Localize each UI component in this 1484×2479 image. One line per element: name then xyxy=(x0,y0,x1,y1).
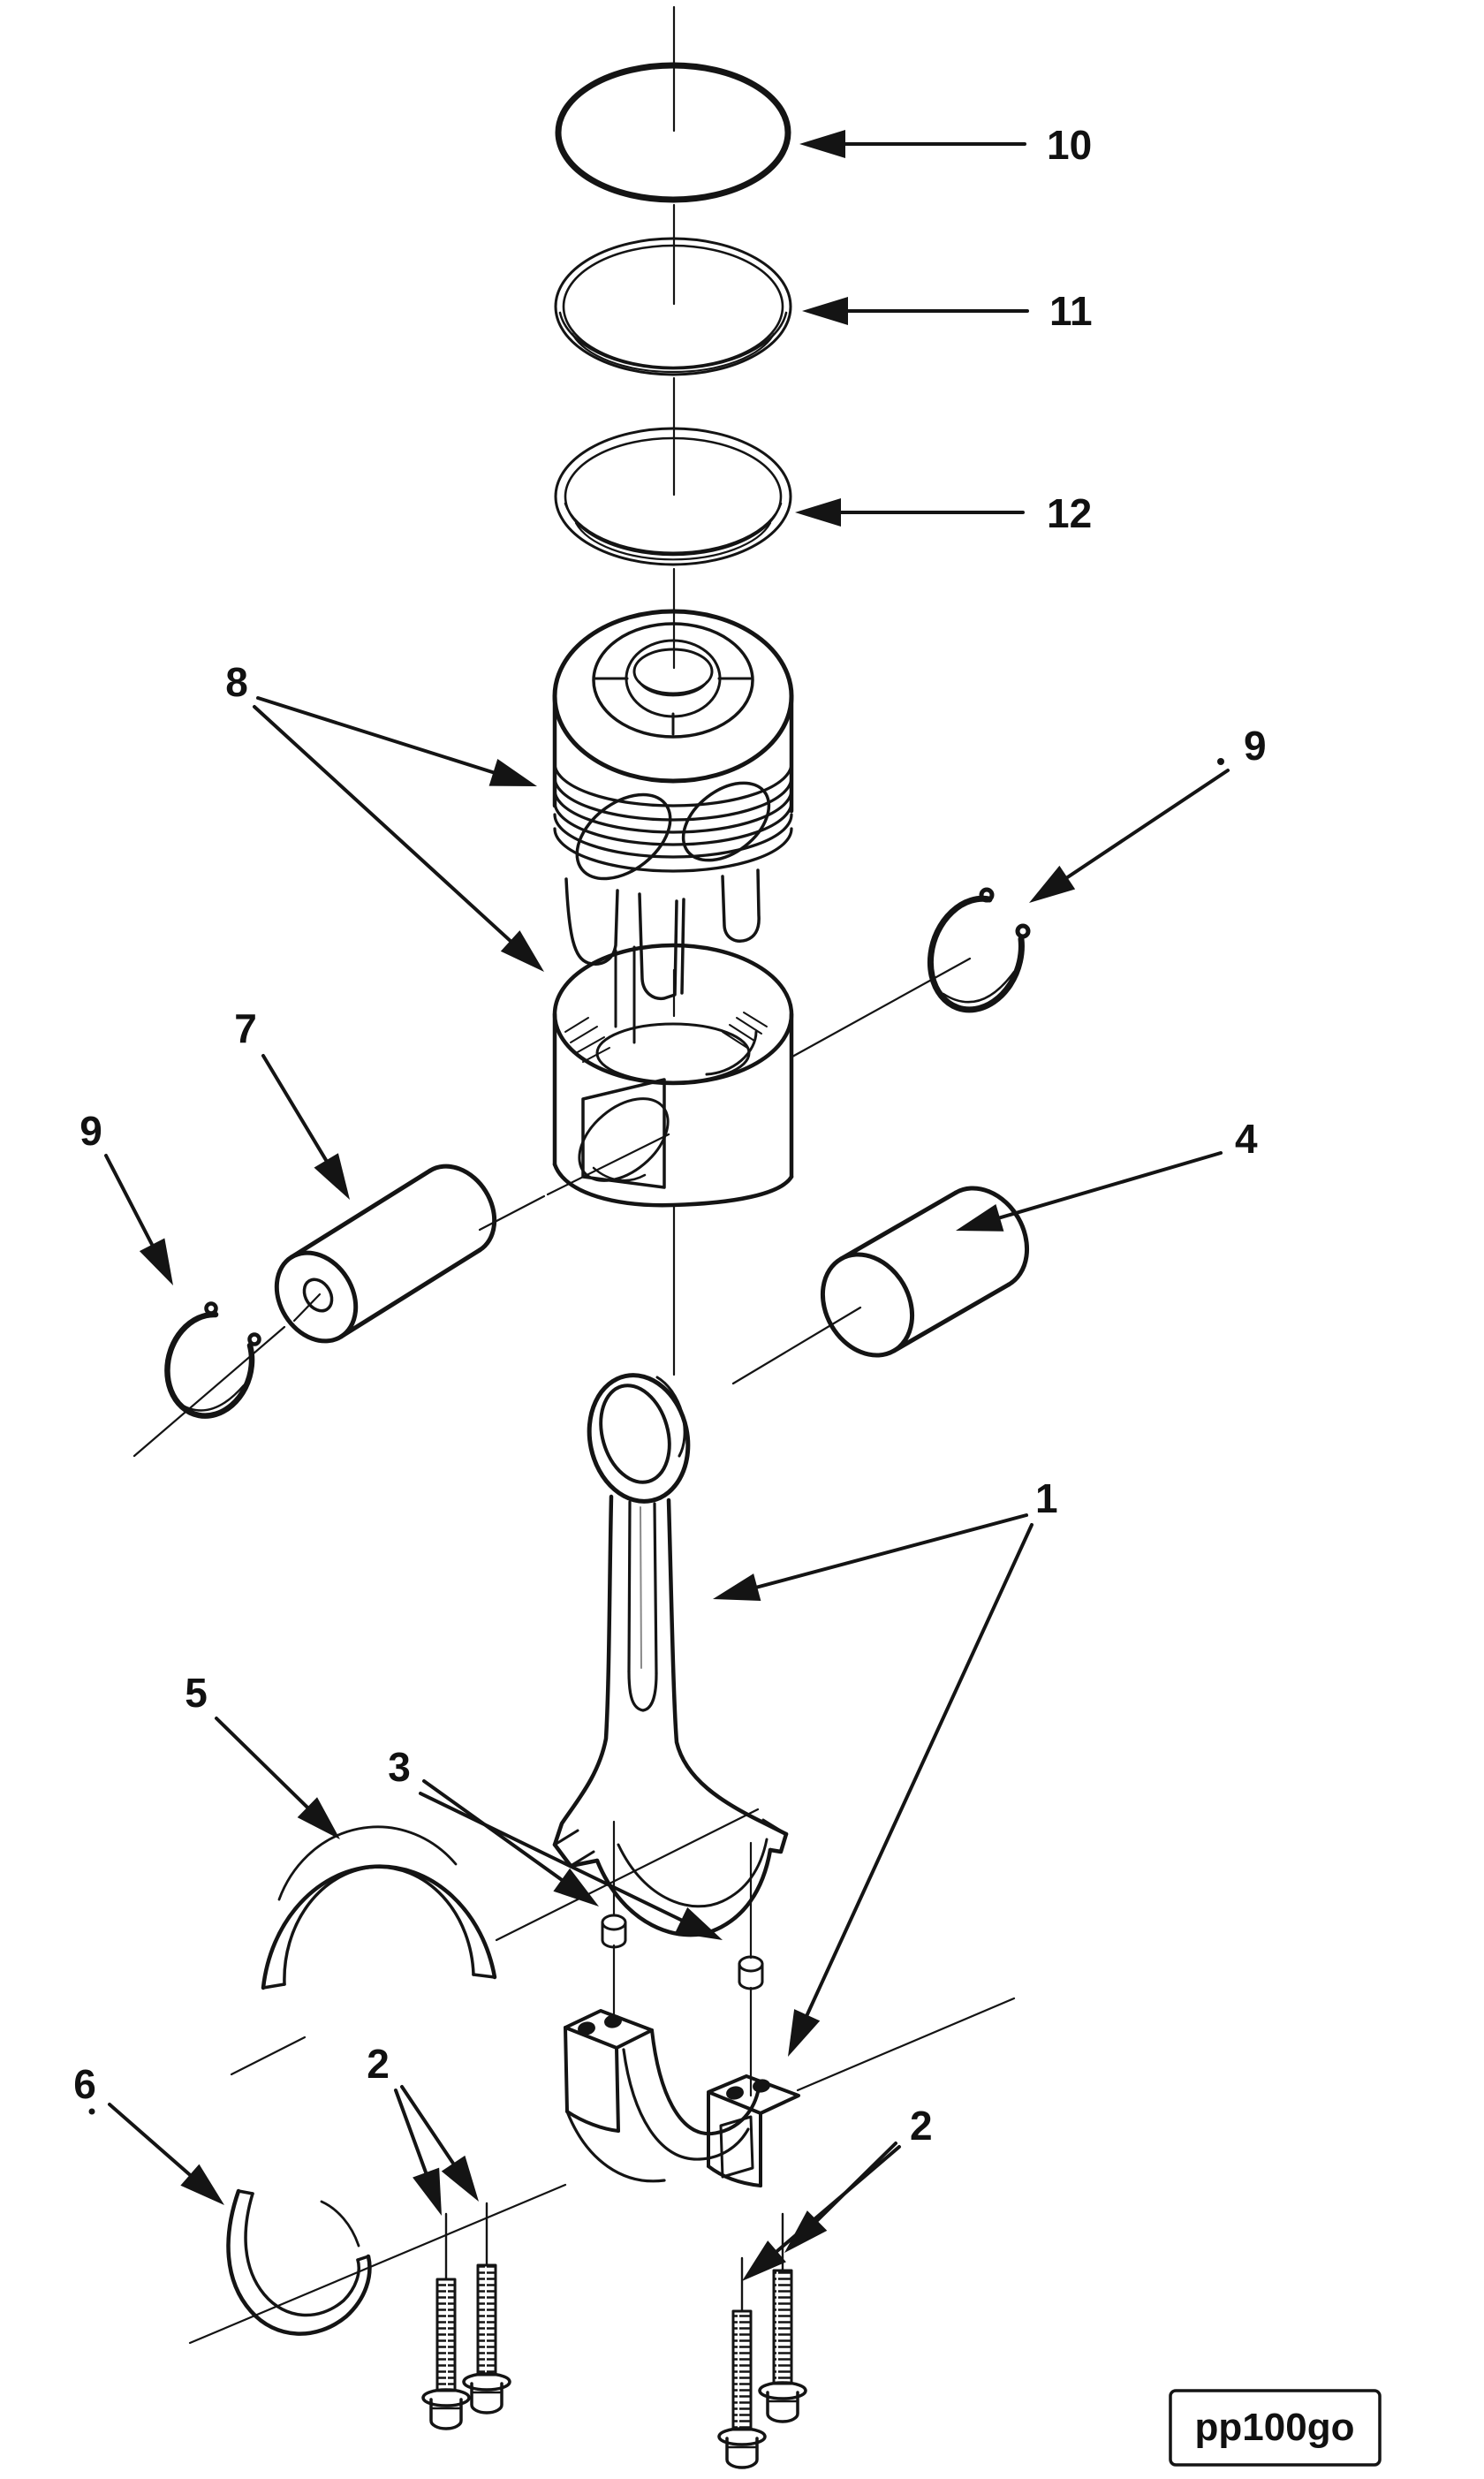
arrowhead-icon xyxy=(956,1204,1004,1232)
part-callout-label: 9 xyxy=(1244,723,1267,769)
leader-line xyxy=(803,1523,1034,2022)
part-callout-label: 7 xyxy=(234,1005,257,1051)
part-callout-label: 5 xyxy=(185,1670,208,1716)
leader-line xyxy=(261,1054,331,1167)
arrowhead-icon xyxy=(314,1153,350,1200)
leader-line xyxy=(750,1513,1028,1591)
part-callout-label: 2 xyxy=(367,2041,390,2087)
leader-line xyxy=(256,696,501,777)
arrowhead-icon xyxy=(488,759,537,786)
arrowhead-icon xyxy=(413,2167,442,2216)
bolt xyxy=(758,2212,807,2423)
code-box: pp100go xyxy=(1169,2389,1382,2467)
part-callout-label: 2 xyxy=(910,2103,933,2149)
dowel-left xyxy=(601,1914,627,1949)
arrowhead-icon xyxy=(441,2155,479,2202)
reference-dot xyxy=(1217,758,1224,765)
leader-line xyxy=(811,2142,897,2226)
part-callout-label: 4 xyxy=(1235,1116,1258,1162)
bolt xyxy=(421,2212,471,2430)
part-callout-label: 3 xyxy=(388,1744,411,1790)
upper-bearing-axis-line xyxy=(230,1808,760,2076)
leader-line xyxy=(394,2089,430,2180)
arrowhead-icon xyxy=(799,130,845,158)
part-callout-label: 8 xyxy=(225,659,248,705)
bushing-axis-line xyxy=(731,1306,862,1385)
leader-line xyxy=(419,1792,688,1924)
leader-line xyxy=(253,705,517,946)
rod-cap xyxy=(564,2009,800,2187)
part-callout-label: 6 xyxy=(73,2061,96,2107)
drawing-code-text: pp100go xyxy=(1195,2406,1355,2449)
arrowhead-icon xyxy=(1029,865,1076,903)
pin-axis-line xyxy=(132,957,972,1458)
bolt xyxy=(717,2256,767,2469)
piston-pin xyxy=(274,1164,497,1344)
cap-axis-line xyxy=(188,1997,1016,2345)
leader-line xyxy=(400,2085,458,2170)
leader-line xyxy=(993,1151,1223,1222)
arrowhead-icon xyxy=(795,498,841,527)
dowel-right xyxy=(738,1955,764,1990)
retaining-ring-left xyxy=(164,1301,261,1419)
arrowhead-icon xyxy=(500,930,544,972)
arrowhead-icon xyxy=(713,1573,761,1602)
rod-bushing xyxy=(731,1186,1030,1385)
callout-layer: 10 11 12 8 9 7 9 4 1 5 3 2 2 6 xyxy=(73,122,1267,2281)
part-callout-label: 9 xyxy=(80,1108,102,1154)
part-callout-label: 12 xyxy=(1047,490,1092,536)
arrowhead-icon xyxy=(784,2210,828,2253)
arrowhead-icon xyxy=(297,1797,340,1839)
leader-line xyxy=(1061,769,1230,883)
arrowhead-icon xyxy=(139,1238,173,1285)
arrowhead-icon xyxy=(553,1868,599,1907)
retaining-ring-right xyxy=(927,887,1031,1013)
part-callout-label: 1 xyxy=(1035,1475,1058,1521)
piston-crown xyxy=(552,609,794,1001)
arrowhead-icon xyxy=(802,297,848,325)
arrowhead-icon xyxy=(788,2009,821,2057)
piston-ring-oil xyxy=(554,427,792,566)
piston-ring-top xyxy=(555,62,791,203)
reference-dot xyxy=(88,2108,95,2115)
arrowhead-icon xyxy=(742,2240,786,2281)
bearing-shell-upper xyxy=(261,1825,497,1990)
part-callout-label: 10 xyxy=(1047,122,1092,168)
dowel-alignment-lines xyxy=(612,1820,753,2097)
leader-line xyxy=(215,1717,314,1813)
piston-skirt xyxy=(552,943,794,1208)
bolt xyxy=(462,2202,511,2415)
arrowhead-icon xyxy=(180,2164,224,2205)
leader-line xyxy=(422,1779,568,1885)
leader-line xyxy=(104,1154,156,1252)
arrowhead-icon xyxy=(675,1907,723,1940)
leader-line xyxy=(108,2103,196,2180)
connecting-rod xyxy=(552,1373,789,1937)
bearing-shell-lower xyxy=(226,2188,372,2336)
part-callout-label: 11 xyxy=(1049,288,1093,334)
piston-ring-second xyxy=(554,237,792,376)
